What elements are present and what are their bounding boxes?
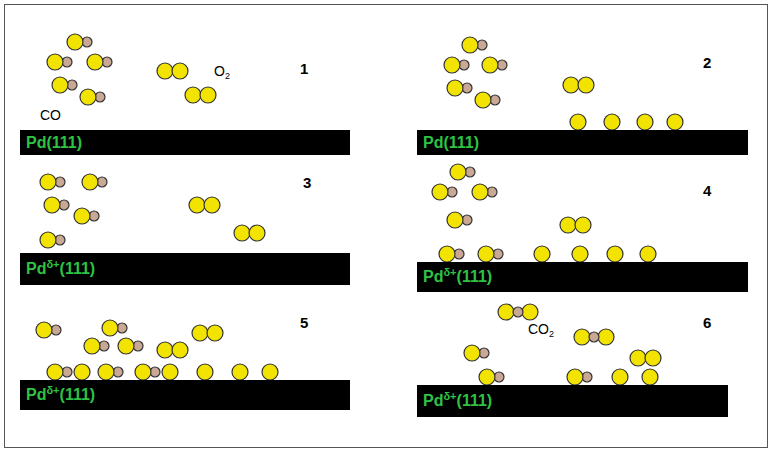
oxygen-atom [189,197,205,213]
oxygen-atom [40,174,56,190]
oxygen-atom [563,77,579,93]
surface-slab: Pdδ+(111) [20,253,350,285]
oxygen-atom [87,54,103,70]
surface-slab: Pdδ+(111) [417,262,748,292]
oxygen-atom [637,114,653,130]
oxygen-atom [80,89,96,105]
oxygen-atom [642,369,658,385]
oxygen-atom [567,369,583,385]
oxygen-atom [204,197,220,213]
surface-label: Pd(111) [423,135,479,151]
oxygen-atom [574,329,590,345]
oxygen-atom [645,350,661,366]
surface-label: Pdδ+(111) [26,387,95,403]
oxygen-atom [47,364,63,380]
oxygen-atom [575,217,591,233]
oxygen-atom [82,174,98,190]
surface-slab: Pdδ+(111) [20,380,350,410]
oxygen-atom [534,246,550,262]
oxygen-atom [572,246,588,262]
oxygen-atom [522,304,538,320]
oxygen-atom [262,364,278,380]
oxygen-atom [464,345,480,361]
oxygen-atom [172,342,188,358]
oxygen-atom [498,304,514,320]
oxygen-atom [444,57,460,73]
oxygen-atom [135,364,151,380]
carbon-atom [589,332,599,342]
oxygen-atom [478,246,494,262]
oxygen-atom [67,34,83,50]
oxygen-atom [157,342,173,358]
callout-number: 3 [303,175,311,190]
oxygen-atom [472,184,488,200]
surface-label: Pd(111) [26,135,82,151]
oxygen-atom [185,87,201,103]
oxygen-atom [172,63,188,79]
surface-label: Pdδ+(111) [26,261,95,277]
oxygen-atom [630,350,646,366]
surface-slab: Pd(111) [417,130,748,155]
oxygen-atom [447,80,463,96]
oxygen-atom [447,212,463,228]
oxygen-atom [475,92,491,108]
oxygen-atom [200,87,216,103]
oxygen-atom [607,246,623,262]
oxygen-atom [560,217,576,233]
oxygen-atom [578,77,594,93]
oxygen-atom [432,184,448,200]
oxygen-atom [482,57,498,73]
callout-number: 4 [703,183,711,198]
oxygen-atom [47,54,63,70]
oxygen-atom [197,364,213,380]
molecule-label: CO [40,108,61,122]
oxygen-atom [162,364,178,380]
oxygen-atom [74,364,90,380]
callout-number: 5 [300,315,308,330]
oxygen-atom [667,114,683,130]
oxygen-atom [44,197,60,213]
surface-slab: Pdδ+(111) [417,385,728,417]
oxygen-atom [450,164,466,180]
oxygen-atom [570,114,586,130]
oxygen-atom [232,364,248,380]
oxygen-atom [36,322,52,338]
oxygen-atom [192,325,208,341]
surface-label: Pdδ+(111) [423,269,492,285]
oxygen-atom [118,338,134,354]
callout-number: 2 [703,55,711,70]
oxygen-atom [157,63,173,79]
oxygen-atom [102,320,118,336]
surface-slab: Pd(111) [20,130,350,155]
molecule-label: CO2 [528,322,554,336]
oxygen-atom [52,77,68,93]
oxygen-atom [249,225,265,241]
carbon-atom [513,307,523,317]
oxygen-atom [40,232,56,248]
oxygen-atom [479,369,495,385]
oxygen-atom [439,246,455,262]
molecule-label: O2 [214,64,230,78]
oxygen-atom [604,114,620,130]
oxygen-atom [640,246,656,262]
surface-label: Pdδ+(111) [423,393,492,409]
callout-number: 6 [703,315,711,330]
oxygen-atom [98,364,114,380]
callout-number: 1 [300,61,308,76]
oxygen-atom [84,338,100,354]
oxygen-atom [462,37,478,53]
oxygen-atom [234,225,250,241]
oxygen-atom [598,329,614,345]
frame [5,5,768,448]
oxygen-atom [612,369,628,385]
oxygen-atom [74,208,90,224]
oxygen-atom [207,325,223,341]
